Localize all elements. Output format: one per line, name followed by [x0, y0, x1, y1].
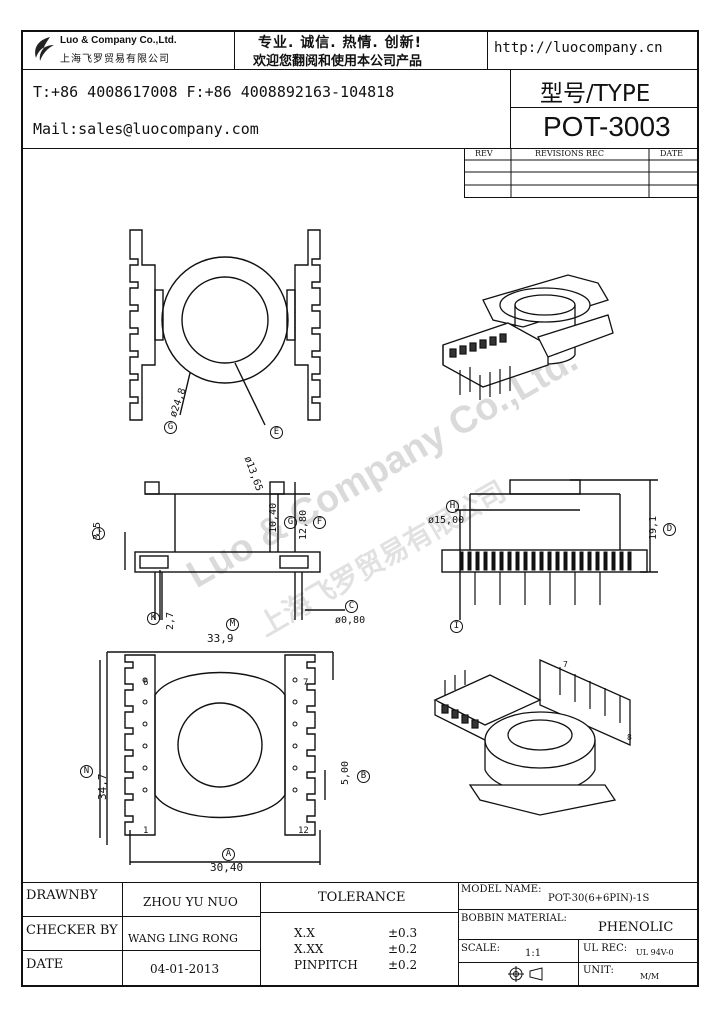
model-name-value: POT-30(6+6PIN)-1S	[548, 893, 650, 904]
checker-value: WANG LING RONG	[128, 932, 238, 945]
top-view-drawing	[120, 225, 340, 455]
header-bottom-line	[21, 148, 699, 149]
type-hline	[510, 107, 699, 108]
callout-h-label: H	[446, 500, 459, 513]
callout-f-label: F	[313, 516, 326, 529]
part-number: POT-3003	[543, 111, 671, 142]
isometric-view-top	[438, 265, 623, 425]
callout-h-dim: ø15,00	[428, 515, 465, 526]
date-label: DATE	[26, 957, 64, 972]
tolerance-label: TOLERANCE	[318, 890, 406, 905]
type-label: 型号/TYPE	[540, 81, 651, 107]
tol-val-0: ±0.3	[388, 926, 418, 940]
drawnby-label: DRAWNBY	[26, 888, 98, 903]
pin-label-6: 6	[143, 678, 149, 688]
callout-d-dim: 19,1	[648, 515, 659, 540]
header-divider	[21, 69, 699, 70]
revisions-table	[464, 148, 699, 198]
tol-key-1: X.XX	[294, 942, 324, 956]
drawnby-value: ZHOU YU NUO	[143, 895, 238, 909]
ul-label: UL REC:	[583, 943, 628, 954]
callout-m-dim: 33,9	[207, 632, 234, 645]
callout-d-label: D	[663, 523, 676, 536]
slogan-line1: 专业. 诚信. 热情. 创新!	[258, 35, 422, 51]
bobbin-label: BOBBIN MATERIAL:	[461, 913, 567, 924]
side-view-drawing	[100, 470, 345, 630]
callout-m-label: M	[226, 618, 239, 631]
slogan-line2: 欢迎您翻阅和使用本公司产品	[253, 54, 423, 69]
bobbin-value: PHENOLIC	[598, 920, 674, 935]
tol-val-1: ±0.2	[388, 942, 418, 956]
pin-label-1: 1	[143, 826, 149, 836]
drawing-sheet	[21, 30, 699, 987]
callout-c-label: C	[345, 600, 358, 613]
unit-label: UNIT:	[583, 965, 614, 976]
date-col-header: DATE	[660, 149, 683, 158]
iso-pin-label-8: 8	[627, 733, 632, 742]
callout-n-label: N	[80, 765, 93, 778]
pin-label-12: 12	[298, 826, 309, 836]
projection-symbol-icon	[506, 965, 546, 983]
website-link[interactable]: http://luocompany.cn	[494, 40, 663, 56]
callout-e-label: E	[270, 426, 283, 439]
revisions-col-header: REVISIONS REC	[535, 149, 605, 158]
scale-value: 1:1	[525, 948, 542, 959]
callout-b-label: B	[357, 770, 370, 783]
model-name-label: MODEL NAME:	[461, 884, 542, 895]
checker-label: CHECKER BY	[26, 923, 118, 938]
callout-g2-label: G	[284, 516, 297, 529]
company-logo-icon	[30, 34, 56, 64]
callout-b-dim: 5,00	[340, 760, 351, 785]
callout-j-label: J	[92, 527, 105, 540]
callout-a-dim: 30,40	[210, 861, 244, 874]
callout-g2-dim: 10,40	[268, 502, 279, 533]
title-block-top-line	[21, 882, 699, 883]
tb-hline-tol	[260, 912, 458, 913]
callout-a-label: A	[222, 848, 235, 861]
tb-hline-2	[21, 950, 260, 951]
callout-f-dim: 12,80	[298, 509, 309, 540]
scale-label: SCALE:	[461, 943, 501, 954]
unit-value: M/M	[640, 972, 660, 981]
tb-hline-r1	[458, 909, 699, 910]
bottom-view-drawing	[95, 640, 350, 870]
tb-vline-r	[578, 939, 579, 987]
company-name: Luo & Company Co.,Ltd.	[60, 35, 177, 46]
phone-fax: T:+86 4008617008 F:+86 4008892163-104818	[33, 83, 395, 101]
header-vline-2	[487, 30, 488, 69]
front-view-drawing	[430, 470, 670, 630]
callout-i-label: I	[450, 620, 463, 633]
header-vline-1	[234, 30, 235, 69]
callout-k-label: K	[147, 612, 160, 625]
date-value: 04-01-2013	[150, 962, 220, 976]
tb-vline-2	[260, 882, 261, 987]
callout-n-dim: 34,7	[96, 773, 109, 801]
type-vline	[510, 69, 511, 149]
tb-vline-3	[458, 882, 459, 987]
tol-val-2: ±0.2	[388, 958, 418, 972]
iso-pin-label-7: 7	[563, 660, 568, 669]
callout-k-dim: 2,7	[165, 611, 176, 630]
pin-label-7: 7	[303, 678, 309, 688]
ul-value: UL 94V-0	[636, 948, 674, 957]
company-name-cn: 上海飞罗贸易有限公司	[60, 54, 170, 65]
tb-hline-1	[21, 916, 260, 917]
callout-c-dim: ø0,80	[335, 615, 366, 626]
tol-key-0: X.X	[294, 926, 315, 940]
rev-col-header: REV	[475, 149, 493, 158]
callout-g-label: G	[164, 421, 177, 434]
isometric-view-bottom	[430, 655, 650, 825]
tol-key-2: PINPITCH	[294, 958, 358, 972]
tb-vline-1	[122, 882, 123, 987]
mail: Mail:sales@luocompany.com	[33, 120, 259, 138]
